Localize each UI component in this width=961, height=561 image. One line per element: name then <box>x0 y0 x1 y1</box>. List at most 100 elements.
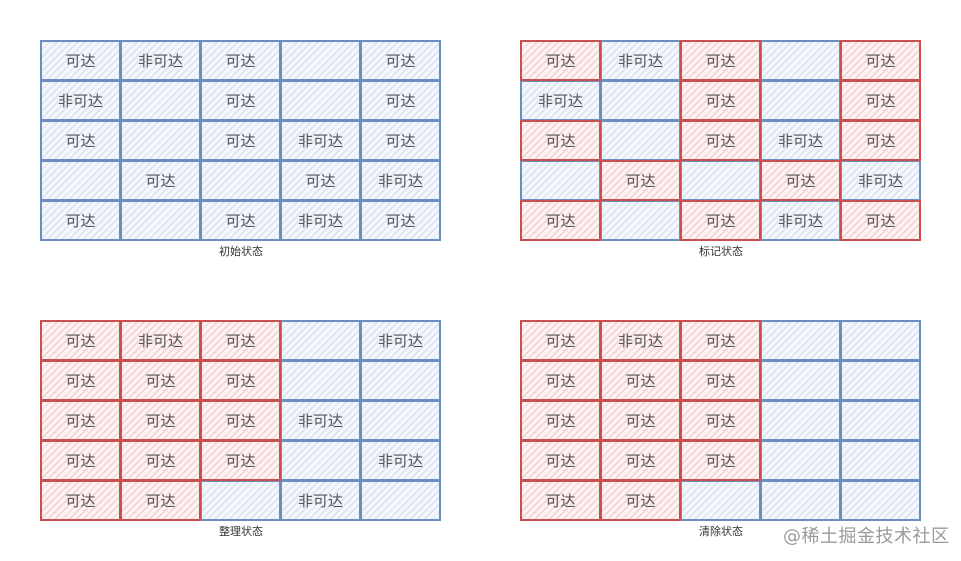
memory-cell: 可达 <box>200 320 281 361</box>
memory-cell: 可达 <box>360 120 441 161</box>
memory-cell: 可达 <box>680 200 761 241</box>
memory-cell <box>360 400 441 441</box>
memory-cell <box>360 360 441 401</box>
memory-cell <box>360 480 441 521</box>
memory-cell <box>840 360 921 401</box>
memory-cell: 可达 <box>40 440 121 481</box>
memory-cell: 非可达 <box>120 40 201 81</box>
memory-cell: 可达 <box>520 360 601 401</box>
memory-cell <box>280 320 361 361</box>
memory-cell: 可达 <box>200 120 281 161</box>
memory-cell: 可达 <box>600 440 681 481</box>
memory-cell <box>600 80 681 121</box>
memory-cell: 非可达 <box>760 200 841 241</box>
memory-cell <box>840 400 921 441</box>
memory-cell: 可达 <box>680 320 761 361</box>
memory-cell <box>280 80 361 121</box>
memory-cell <box>760 400 841 441</box>
memory-cell <box>280 440 361 481</box>
memory-cell: 可达 <box>120 400 201 441</box>
memory-cell: 非可达 <box>360 320 441 361</box>
memory-cell: 非可达 <box>360 440 441 481</box>
panel-caption: 整理状态 <box>219 525 263 538</box>
memory-cell <box>120 120 201 161</box>
memory-cell: 可达 <box>120 480 201 521</box>
memory-cell: 可达 <box>680 360 761 401</box>
memory-cell: 可达 <box>840 40 921 81</box>
memory-cell <box>120 200 201 241</box>
memory-cell: 可达 <box>40 200 121 241</box>
panel-sweep-state: 可达非可达可达可达可达可达可达可达可达可达可达可达可达可达 清除状态 <box>520 320 922 539</box>
memory-cell: 可达 <box>200 440 281 481</box>
memory-cell: 非可达 <box>280 480 361 521</box>
memory-cell: 可达 <box>200 40 281 81</box>
memory-cell <box>520 160 601 201</box>
memory-cell: 可达 <box>200 360 281 401</box>
memory-cell: 可达 <box>520 320 601 361</box>
memory-cell: 可达 <box>360 40 441 81</box>
memory-cell: 非可达 <box>280 120 361 161</box>
memory-cell <box>600 120 681 161</box>
panel-mark-state: 可达非可达可达可达非可达可达可达可达可达非可达可达可达可达非可达可达可达非可达可… <box>520 40 922 259</box>
memory-cell <box>760 440 841 481</box>
memory-cell: 可达 <box>840 200 921 241</box>
memory-cell <box>680 480 761 521</box>
memory-cell: 可达 <box>600 480 681 521</box>
memory-cell: 可达 <box>120 440 201 481</box>
memory-cell: 可达 <box>40 40 121 81</box>
memory-cell: 可达 <box>200 200 281 241</box>
memory-cell: 可达 <box>840 80 921 121</box>
memory-cell: 可达 <box>520 120 601 161</box>
memory-grid: 可达非可达可达可达可达可达可达可达可达可达可达可达可达可达 <box>520 320 922 521</box>
memory-cell: 可达 <box>200 400 281 441</box>
memory-cell <box>200 480 281 521</box>
memory-cell <box>280 360 361 401</box>
memory-cell: 可达 <box>680 120 761 161</box>
memory-cell: 可达 <box>40 360 121 401</box>
memory-cell: 可达 <box>680 40 761 81</box>
memory-cell: 可达 <box>520 40 601 81</box>
memory-cell <box>280 40 361 81</box>
memory-cell <box>600 200 681 241</box>
memory-cell: 可达 <box>40 120 121 161</box>
memory-cell <box>840 440 921 481</box>
panel-caption: 标记状态 <box>699 245 743 258</box>
memory-cell <box>840 320 921 361</box>
memory-cell: 非可达 <box>40 80 121 121</box>
memory-cell: 可达 <box>520 480 601 521</box>
memory-cell <box>760 80 841 121</box>
panel-caption: 清除状态 <box>699 525 743 538</box>
memory-cell: 可达 <box>120 360 201 401</box>
memory-grid: 可达非可达可达可达非可达可达可达可达可达非可达可达可达可达非可达可达可达非可达可… <box>520 40 922 241</box>
memory-cell: 可达 <box>600 400 681 441</box>
memory-cell: 非可达 <box>120 320 201 361</box>
memory-cell <box>760 360 841 401</box>
memory-cell: 可达 <box>40 480 121 521</box>
memory-cell <box>760 40 841 81</box>
memory-cell: 非可达 <box>760 120 841 161</box>
memory-cell: 可达 <box>280 160 361 201</box>
memory-cell: 非可达 <box>840 160 921 201</box>
memory-cell: 非可达 <box>600 320 681 361</box>
memory-cell: 可达 <box>520 200 601 241</box>
memory-cell: 可达 <box>120 160 201 201</box>
memory-cell: 可达 <box>680 440 761 481</box>
memory-cell <box>200 160 281 201</box>
memory-cell: 非可达 <box>280 200 361 241</box>
memory-cell: 可达 <box>600 160 681 201</box>
memory-cell: 可达 <box>840 120 921 161</box>
memory-grid: 可达非可达可达非可达可达可达可达可达可达可达非可达可达可达可达非可达可达可达非可… <box>40 320 442 521</box>
panel-initial-state: 可达非可达可达可达非可达可达可达可达可达非可达可达可达可达非可达可达可达非可达可… <box>40 40 442 259</box>
memory-cell: 非可达 <box>520 80 601 121</box>
memory-cell: 可达 <box>520 400 601 441</box>
memory-cell: 可达 <box>600 360 681 401</box>
memory-cell: 可达 <box>760 160 841 201</box>
memory-cell <box>120 80 201 121</box>
memory-cell <box>40 160 121 201</box>
memory-cell <box>760 480 841 521</box>
memory-cell: 可达 <box>680 400 761 441</box>
memory-cell: 可达 <box>360 80 441 121</box>
memory-cell: 非可达 <box>280 400 361 441</box>
memory-cell: 可达 <box>40 400 121 441</box>
memory-cell: 可达 <box>200 80 281 121</box>
